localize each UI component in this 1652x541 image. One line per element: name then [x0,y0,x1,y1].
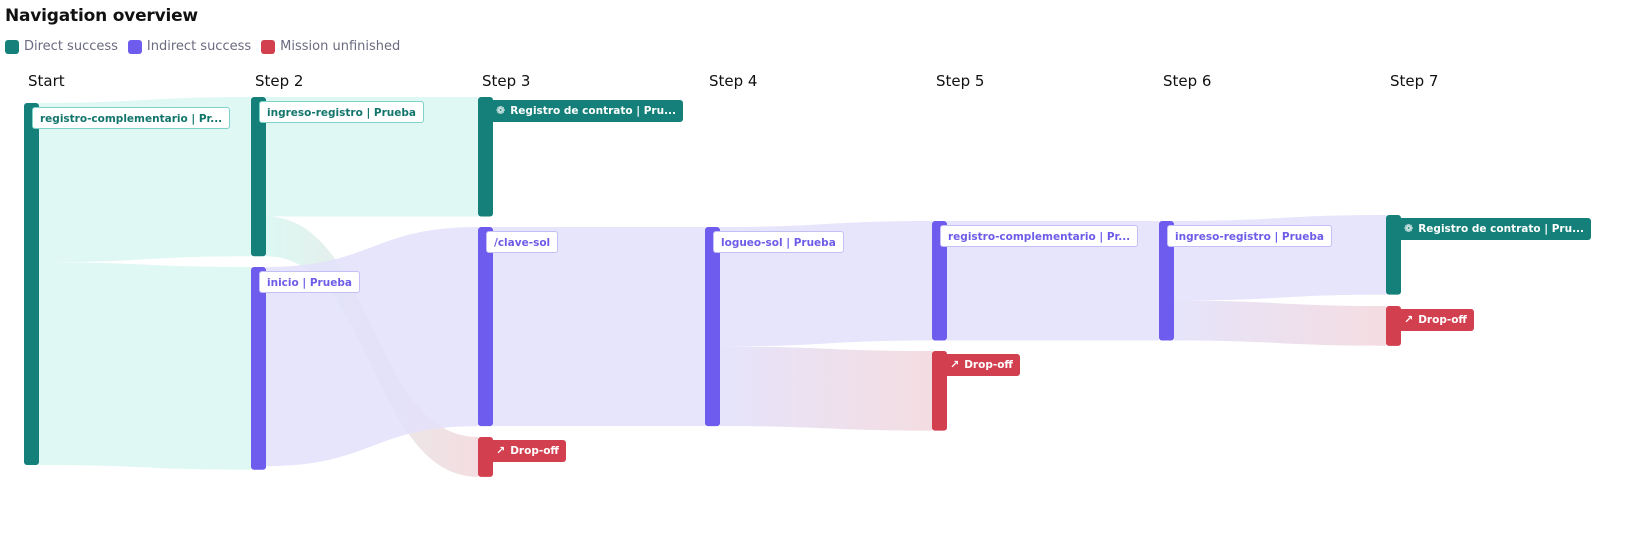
step-label-4: Step 4 [709,72,758,90]
legend-item-direct[interactable]: Direct success [5,39,118,54]
legend-label-direct: Direct success [24,39,118,54]
legend-item-indirect[interactable]: Indirect success [127,39,252,54]
legend-item-unfinished[interactable]: Mission unfinished [261,39,400,54]
step-label-1: Start [28,72,65,90]
node-bar-n5[interactable] [478,227,493,427]
node-bar-n8[interactable] [932,221,947,341]
node-label-n5[interactable]: /clave-sol [486,231,559,253]
node-bar-n7[interactable] [705,227,720,427]
legend-swatch-indirect [127,39,142,54]
node-label-n2[interactable]: ingreso-registro | Prueba [259,101,425,123]
legend-label-unfinished: Mission unfinished [280,39,401,54]
link-n5-n7[interactable] [493,227,705,427]
trophy-icon: ❁ [1404,222,1414,235]
node-bar-n3[interactable] [251,267,266,470]
link-n1-n3[interactable] [39,262,251,470]
link-n8-n10[interactable] [947,221,1159,341]
node-label-text: Registro de contrato | Pru... [1418,223,1585,235]
legend-swatch-unfinished [261,39,276,54]
node-bar-n2[interactable] [251,97,266,257]
node-label-n7[interactable]: logueo-sol | Prueba [713,231,844,253]
node-label-n1[interactable]: registro-complementario | Pr... [32,107,231,129]
legend-label-indirect: Indirect success [146,39,252,54]
node-label-n10[interactable]: ingreso-registro | Prueba [1167,225,1333,247]
step-label-5: Step 5 [936,72,985,90]
link-n1-n2[interactable] [39,97,251,263]
node-label-n12[interactable]: ↗ Drop-off [1394,309,1474,331]
node-bar-n10[interactable] [1159,221,1174,341]
step-label-7: Step 7 [1390,72,1439,90]
legend-swatch-direct [5,39,19,54]
trophy-icon: ❁ [496,104,506,117]
node-label-text: Drop-off [964,359,1013,371]
node-label-n9[interactable]: ↗ Drop-off [940,354,1020,376]
node-label-n4[interactable]: ❁ Registro de contrato | Pru... [486,100,684,122]
node-bar-n1[interactable] [24,103,39,465]
legend: Direct success Indirect success Mission … [5,39,400,54]
node-label-text: Drop-off [510,445,559,457]
link-n2-n4[interactable] [266,97,478,217]
link-n7-n9[interactable] [720,346,932,431]
drop-off-icon: ↗ [1404,313,1414,326]
node-label-n11[interactable]: ❁ Registro de contrato | Pru... [1394,218,1592,240]
node-label-n3[interactable]: inicio | Prueba [259,271,360,293]
node-label-n6[interactable]: ↗ Drop-off [486,440,566,462]
node-label-n8[interactable]: registro-complementario | Pr... [940,225,1139,247]
link-n10-n12[interactable] [1174,300,1386,346]
chart-title: Navigation overview [5,6,198,26]
node-label-text: Registro de contrato | Pru... [510,105,677,117]
node-bar-n4[interactable] [478,97,493,217]
node-label-text: Drop-off [1418,314,1467,326]
step-label-2: Step 2 [255,72,304,90]
step-label-3: Step 3 [482,72,531,90]
drop-off-icon: ↗ [950,358,960,371]
drop-off-icon: ↗ [496,444,506,457]
step-label-6: Step 6 [1163,72,1212,90]
